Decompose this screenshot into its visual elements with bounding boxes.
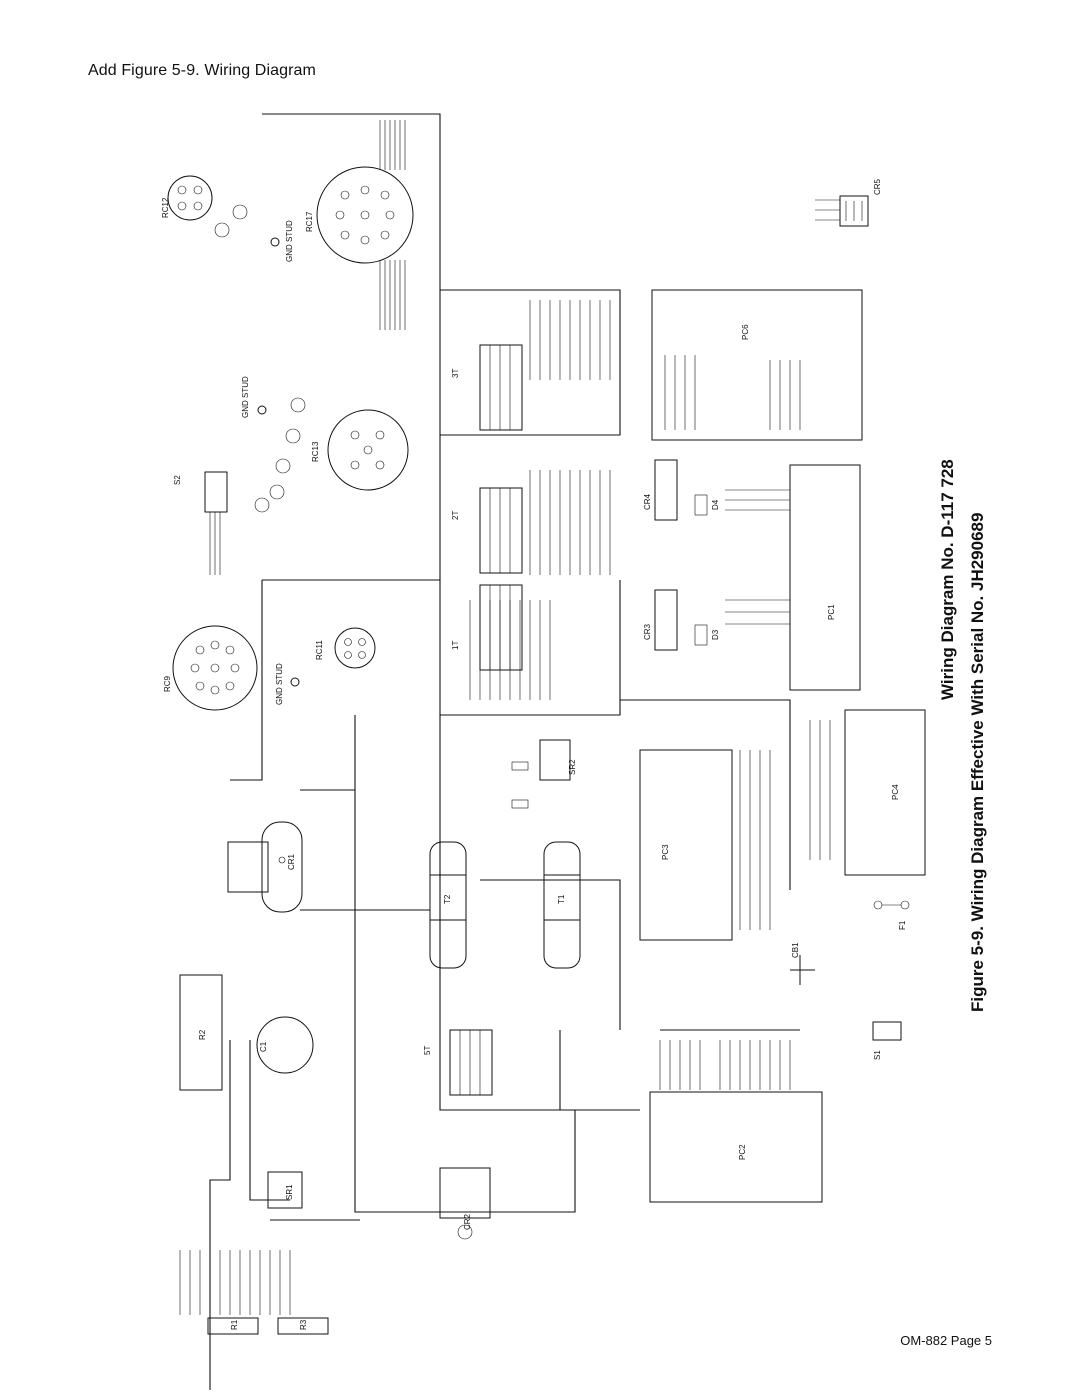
- rc9-connector: RC9: [163, 625, 258, 711]
- pc2-board: PC2: [649, 1091, 823, 1203]
- cr2-label: CR2: [463, 1213, 472, 1230]
- t1-label: T1: [557, 894, 566, 904]
- terminal-strip-1t: 1T: [451, 584, 523, 671]
- s1-switch: S1: [872, 1021, 902, 1060]
- f1-label: F1: [898, 920, 907, 930]
- terminal-1t-label: 1T: [451, 641, 460, 650]
- pc1-board: PC1: [725, 464, 861, 691]
- page-footer: OM-882 Page 5: [900, 1333, 992, 1348]
- gnd-stud-2: GND STUD: [241, 376, 267, 418]
- t1-transformer: T1: [543, 841, 581, 969]
- pc3-board: PC3: [639, 749, 733, 941]
- rc12-connector: RC12: [161, 175, 213, 221]
- ground-markers: [214, 204, 306, 513]
- s2-label: S2: [173, 475, 182, 485]
- rc13-label: RC13: [311, 441, 320, 462]
- rc17-label: RC17: [305, 211, 314, 232]
- terminal-strip-2t: 2T: [451, 487, 523, 574]
- page-header: Add Figure 5-9. Wiring Diagram: [88, 62, 316, 79]
- cr1-relay: CR1: [227, 821, 303, 913]
- cr5-label: CR5: [873, 178, 882, 195]
- cr1-label: CR1: [287, 853, 296, 870]
- cr5-relay: CR5: [815, 178, 882, 227]
- figure-caption: Figure 5-9. Wiring Diagram Effective Wit…: [968, 512, 987, 1012]
- t2-label: T2: [443, 894, 452, 904]
- gnd-stud-label-3: GND STUD: [275, 663, 284, 705]
- c1-capacitor: C1: [256, 1016, 314, 1074]
- s1-label: S1: [873, 1050, 882, 1060]
- wiring-diagram-number: Wiring Diagram No. D-117 728: [938, 459, 957, 700]
- r3-resistor: R3: [277, 1317, 329, 1335]
- rc17-connector: RC17: [305, 166, 414, 264]
- rc13-connector: RC13: [311, 409, 409, 491]
- rc11-label: RC11: [315, 640, 324, 660]
- sr2-rectifier: SR2: [511, 739, 577, 809]
- cb1-breaker: CB1: [790, 942, 815, 985]
- s2-switch: S2: [173, 471, 228, 575]
- cr3-relay: CR3 D3: [643, 589, 720, 651]
- cr2-relay: CR2: [439, 1167, 491, 1240]
- gnd-stud-1: GND STUD: [270, 220, 294, 262]
- wire-label-blocks: [179, 120, 831, 1315]
- gnd-stud-3: GND STUD: [275, 663, 300, 705]
- pc6-board: PC6: [651, 289, 863, 441]
- rc12-label: RC12: [161, 197, 170, 218]
- sr1-rectifier: SR1: [267, 1171, 303, 1209]
- pc3-label: PC3: [661, 844, 670, 860]
- terminal-3t-label: 3T: [451, 369, 460, 378]
- r2-label: R2: [198, 1029, 207, 1040]
- cb1-label: CB1: [791, 942, 800, 958]
- gnd-stud-label-1: GND STUD: [285, 220, 294, 262]
- rc9-label: RC9: [163, 675, 172, 692]
- r3-label: R3: [299, 1319, 308, 1330]
- r2-resistor: R2: [179, 974, 223, 1091]
- pc6-label: PC6: [741, 324, 750, 340]
- d4-label: D4: [711, 499, 720, 510]
- sr1-label: SR1: [285, 1184, 294, 1200]
- c1-label: C1: [259, 1041, 268, 1052]
- terminal-5t-label: 5T: [423, 1046, 432, 1055]
- terminal-strip-3t: 3T: [451, 344, 523, 431]
- t2-transformer: T2: [429, 841, 467, 969]
- d3-label: D3: [711, 629, 720, 640]
- pc1-label: PC1: [827, 604, 836, 620]
- r1-label: R1: [230, 1319, 239, 1330]
- terminal-strip-5t: 5T: [423, 1029, 493, 1096]
- terminal-2t-label: 2T: [451, 511, 460, 520]
- cr4-label: CR4: [643, 493, 652, 510]
- f1-fuse: F1: [873, 900, 910, 930]
- gnd-stud-label-2: GND STUD: [241, 376, 250, 418]
- pc4-label: PC4: [891, 784, 900, 800]
- cr4-relay: CR4 D4: [643, 459, 720, 521]
- pc4-board: PC4: [844, 709, 926, 876]
- pc2-label: PC2: [738, 1144, 747, 1160]
- cr3-label: CR3: [643, 623, 652, 640]
- rc11-connector: RC11: [315, 627, 376, 669]
- sr2-label: SR2: [568, 759, 577, 775]
- r1-resistor: R1: [207, 1317, 259, 1335]
